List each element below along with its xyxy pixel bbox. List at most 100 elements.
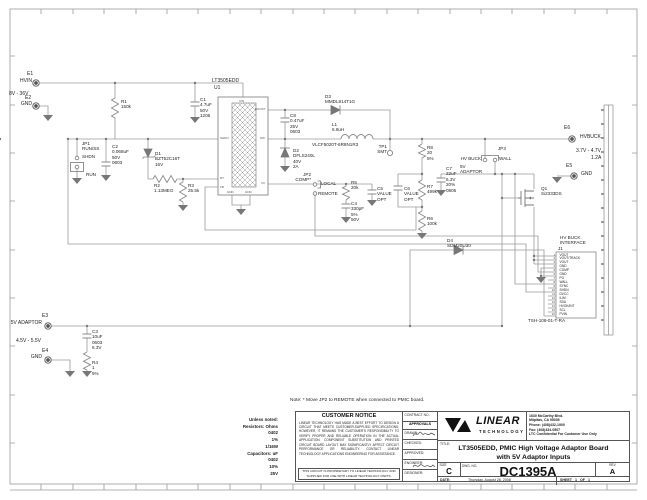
tp1-label: TP1 SMT [377,144,387,155]
wires [39,82,571,371]
rev-label: REV [609,463,616,467]
j1-part-label: TSH-108-01-T-RA [528,318,566,323]
u1-ref-label: U1 [214,85,221,91]
l1-label: L1 6.8uH [332,122,345,133]
j1-pin-number: 5 [553,268,555,273]
c5-label: C5 VALUE OPT [377,186,392,202]
jp3-hvbuck-label: HV BUCK [460,156,481,161]
r7-label: R7 499k [427,184,437,195]
capacitors [82,101,446,339]
e3-label: E3 [42,313,49,319]
drawing-title-line1: LT3505EDD, PMIC High Voltage Adaptor Boa… [458,445,609,452]
c3-label: C3 10uF 0603 6.3V [92,329,103,351]
e3-name-label: 5V ADAPTOR [10,320,42,326]
j1-pin-name: VOUT/TRACK [559,256,581,261]
e6-name-label: HVBUCK [580,134,601,140]
j1-pin-name: VOUT [559,252,569,257]
d3-label: D3 MMDL914T1G [325,94,356,105]
contract-no-label: CONTRACT NO. [404,412,430,417]
e3-range-label: 4.5V - 5.5V [16,338,42,344]
dwg-no-value: DC1395A [499,464,557,479]
u1-pin-boost: BOOST [255,107,266,111]
note-text: Note: * Move JP2 to REMOTE when connecte… [290,398,425,403]
jp1-jumper [70,155,84,172]
title-label: TITLE: [440,441,451,446]
e1-label: E1 [27,71,34,77]
turrets [32,79,578,364]
engineer-signature [412,464,436,468]
resistors [82,97,427,371]
j1-pin-number: 14 [551,303,555,308]
customer-notice-title: CUSTOMER NOTICE [321,413,377,419]
j1-pin-name: GND [559,264,567,269]
j1-pin-name: COMP [559,268,570,273]
r4-label: R4 1 5% [92,360,99,376]
diodes [142,104,464,256]
u1-pin-gnd1: GND [227,190,234,194]
tp1-testpoint [386,149,393,156]
e6-label: E6 [564,125,571,131]
j1-pin-number: 11 [552,291,555,296]
d2-label: D2 DFLS240L 40V 2A [293,148,315,170]
j1-pin-name: GND [559,272,567,277]
e5-label: E5 [566,163,573,169]
dwg-no-label: DWG. NO. [462,463,478,468]
j1-pin-number: 10 [551,287,555,292]
customer-notice-box: CUSTOMER NOTICE LINEAR TECHNOLOGY HAS MA… [295,411,403,482]
r5-label: R5 20k [351,180,359,191]
approvals-column: CONTRACT NO. APPROVALS DRAWN:CHECKED:APP… [402,411,438,482]
j1-connector [555,251,597,319]
u1-pin-fb: FB [220,185,224,189]
q1-mosfet [518,189,534,207]
approvals-row: CHECKED: [403,438,437,449]
approvals-row: ENGINEER: [403,459,437,469]
size-value: C [446,467,452,476]
jp3-net-label: 5V ADAPTOR [460,164,483,175]
edge-connector-strip [601,104,614,336]
ground-symbols [43,115,562,377]
e6-current-label: 1.2A [591,155,602,161]
j1-pin-number: 15 [551,307,555,312]
approvals-rows: DRAWN:CHECKED:APPROVED:ENGINEER:DESIGNER… [403,428,437,479]
c7-label: C7 22uF 6.3V 20% 0805 [446,166,457,193]
sheet-frame [9,8,638,491]
e4-gnd-label: GND [30,354,42,360]
j1-pin-row: 14 HVOK/INT [552,303,580,309]
brand-name: LINEAR [476,415,520,427]
customer-notice-footer: THIS CIRCUIT IS PROPRIETARY TO LINEAR TE… [298,467,400,480]
hvin-label: HVIN [20,78,32,84]
drawn-signature [412,431,436,437]
r1-label: R1 150k [121,99,131,110]
customer-notice-body: LINEAR TECHNOLOGY HAS MADE A BEST EFFORT… [299,420,399,456]
r6-label: R6 100k [427,216,437,227]
j1-pin-number: 9 [553,284,555,288]
sheet-value: SHEET 1 OF 1 [560,478,590,482]
j1-pin-name: HVOK/INT [559,303,575,308]
j1-pin-number: 12 [551,295,555,300]
j1-pin-name: PVIN [559,311,567,316]
j1-pin-number: 13 [551,299,555,304]
interface-label: HV BUCK INTERFACE [560,235,586,246]
u1-pin-gnd2: GND [245,190,252,194]
j1-pin-number: 1 [553,252,555,257]
e6-range-label: 3.7V - 4.7V [576,148,602,154]
c6-label: C6 VALUE OPT [404,186,419,202]
approvals-row: DESIGNER: [403,469,437,479]
u1-chip [217,96,269,196]
approvals-heading: APPROVALS [403,420,437,429]
u1-pin-rt: RT [220,176,224,180]
jp3-jumper [481,155,499,163]
d1-label: D1 BZT52C16T 16V [155,151,181,167]
j1-pin-number: 8 [553,280,555,285]
jp3-wall-label: WALL [499,156,512,161]
